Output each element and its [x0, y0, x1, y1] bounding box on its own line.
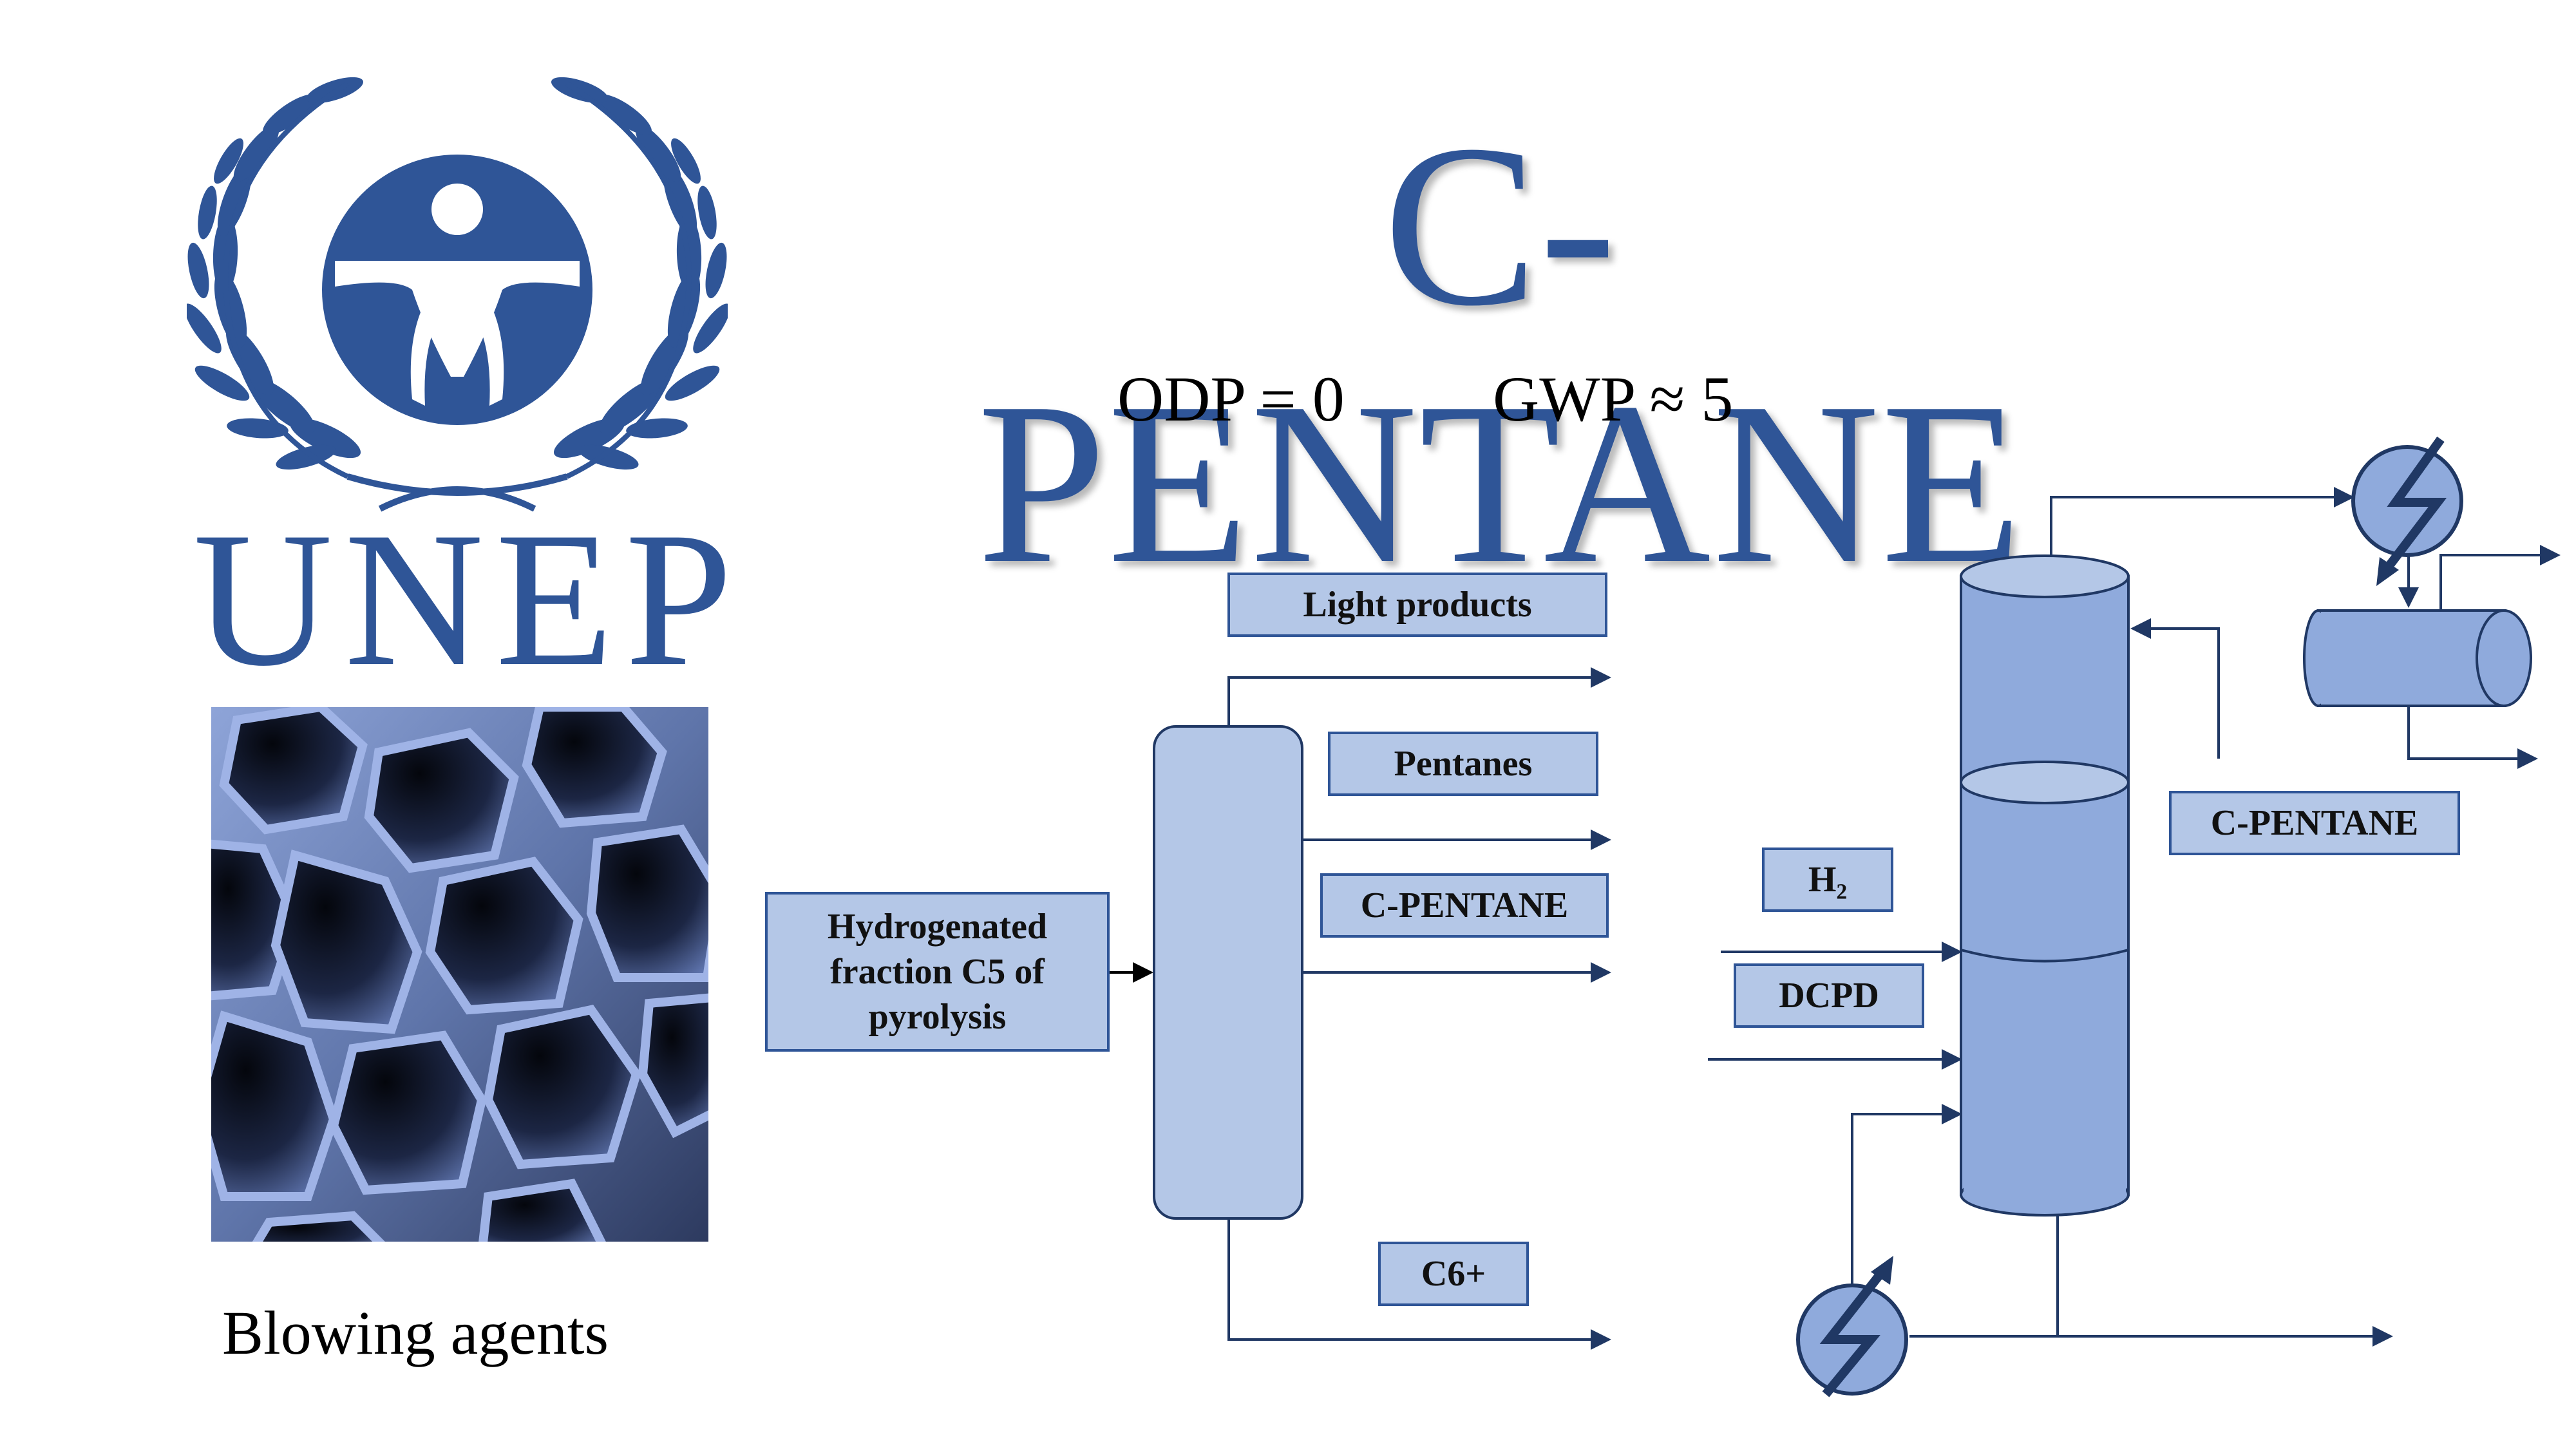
feed-label: Hydrogenated fraction C5 of pyrolysis [765, 892, 1110, 1052]
light-products-label: Light products [1227, 573, 1607, 637]
h2-label: H₂ [1762, 848, 1893, 912]
offgas-stream [2439, 545, 2561, 611]
heat-exchanger-icon [1796, 1256, 1908, 1397]
reflux-stream [2130, 618, 2220, 759]
unep-logo [187, 58, 728, 512]
foam-cell-image [211, 707, 708, 1242]
unep-logo-text: UNEP [193, 492, 744, 706]
caption: Blowing agents [222, 1298, 609, 1367]
c6-stream [1227, 1218, 1611, 1350]
overhead-vapor-stream [2050, 487, 2354, 556]
dcpd-label: DCPD [1734, 963, 1924, 1028]
cpentane-product-label: C-PENTANE [1320, 873, 1609, 938]
odp-value: ODP = 0 [1117, 363, 1345, 435]
reactor-column [1960, 554, 2130, 1217]
page-title: C-PENTANE [977, 97, 2024, 611]
distillation-column [1153, 725, 1303, 1220]
pentanes-label: Pentanes [1328, 732, 1598, 796]
unep-figure-icon [322, 155, 592, 425]
bottom-product-stream [2056, 1215, 2393, 1347]
reboiler-return [1851, 1104, 1962, 1287]
light-products-stream [1227, 667, 1611, 726]
c6-label: C6+ [1378, 1242, 1529, 1306]
cpentane-output-label: C-PENTANE [2169, 791, 2460, 855]
drum-bottom-stream [2407, 706, 2538, 769]
reflux-drum [2303, 609, 2532, 707]
gwp-value: GWP ≈ 5 [1493, 363, 1734, 435]
laurel-wreath-icon [187, 72, 728, 512]
